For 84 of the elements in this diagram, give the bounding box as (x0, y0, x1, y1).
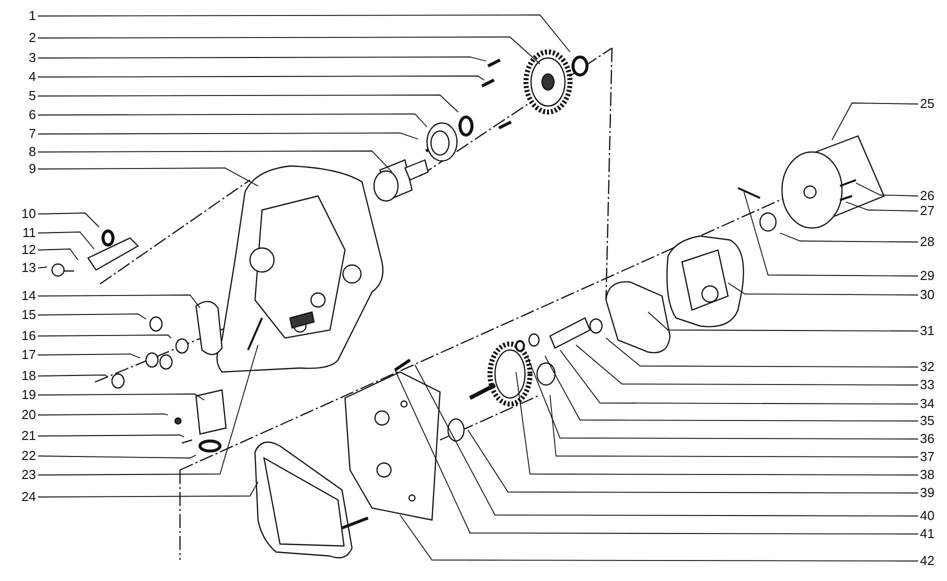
leader-line (38, 94, 458, 112)
callout-number: 33 (920, 377, 942, 392)
leader-line (544, 356, 918, 422)
callout-number: 32 (920, 359, 942, 374)
callout-number: 2 (14, 30, 36, 45)
leader-line (38, 132, 418, 140)
leader-line (856, 182, 918, 196)
leader-line (468, 430, 918, 494)
leader-line (38, 114, 428, 128)
callout-number: 6 (14, 107, 36, 122)
callout-number: 17 (14, 347, 36, 362)
leader-line (38, 168, 258, 186)
callout-number: 40 (920, 508, 942, 523)
callout-number: 15 (14, 307, 36, 322)
leader-line (38, 394, 204, 400)
callout-number: 9 (14, 161, 36, 176)
leader-line (38, 14, 570, 52)
callout-number: 28 (920, 234, 942, 249)
callout-number: 7 (14, 126, 36, 141)
leader-line (38, 294, 200, 308)
leader-line (38, 344, 258, 476)
callout-number: 21 (14, 428, 36, 443)
callout-number: 8 (14, 144, 36, 159)
callout-number: 10 (14, 206, 36, 221)
callout-number: 42 (920, 553, 942, 568)
leader-line (550, 394, 918, 458)
leader-line (528, 358, 918, 440)
leader-line (38, 150, 392, 172)
callout-number: 13 (14, 260, 36, 275)
leader-line (38, 482, 258, 498)
callout-number: 35 (920, 413, 942, 428)
callout-number: 26 (920, 188, 942, 203)
callout-number: 19 (14, 387, 36, 402)
callout-number: 11 (14, 225, 36, 240)
leader-line (576, 344, 918, 386)
callout-number: 39 (920, 485, 942, 500)
callout-number: 34 (920, 396, 942, 411)
leader-line (38, 334, 172, 338)
callout-number: 41 (920, 526, 942, 541)
callout-number: 37 (920, 449, 942, 464)
callout-number: 27 (920, 203, 942, 218)
callout-number: 14 (14, 288, 36, 303)
callout-number: 36 (920, 431, 942, 446)
leader-line (846, 202, 918, 212)
leader-line (38, 354, 140, 358)
callout-number: 20 (14, 407, 36, 422)
leader-line (38, 434, 184, 438)
leader-line (38, 374, 108, 378)
leader-line (648, 312, 918, 332)
callout-number: 16 (14, 328, 36, 343)
callout-number: 18 (14, 368, 36, 383)
leader-line (38, 232, 94, 250)
callout-number: 24 (14, 489, 36, 504)
leader-line (38, 56, 486, 62)
callout-number: 30 (920, 287, 942, 302)
leader-line (38, 414, 168, 416)
leader-line (38, 266, 48, 268)
callout-number: 23 (14, 467, 36, 482)
callout-number: 29 (920, 268, 942, 283)
callout-number: 38 (920, 467, 942, 482)
callout-number: 5 (14, 88, 36, 103)
callout-number: 25 (920, 96, 942, 111)
leader-line (38, 454, 196, 458)
leader-line (400, 514, 918, 562)
leader-line (560, 350, 918, 404)
leader-line (38, 314, 146, 320)
callout-number: 31 (920, 323, 942, 338)
callout-number: 3 (14, 50, 36, 65)
leader-line (394, 370, 918, 534)
leader-line (728, 282, 918, 296)
leader-line (38, 76, 484, 80)
leader-line (38, 212, 100, 228)
leader-line (38, 248, 78, 260)
leader-line (414, 364, 918, 516)
leader-line (832, 102, 918, 140)
callout-number: 22 (14, 448, 36, 463)
callout-number: 12 (14, 242, 36, 257)
leader-line (606, 338, 918, 368)
leader-line (516, 372, 918, 476)
leader-line (780, 232, 918, 242)
leader-line (744, 192, 918, 276)
callout-number: 4 (14, 69, 36, 84)
callout-number: 1 (14, 8, 36, 23)
leader-line (38, 36, 540, 64)
